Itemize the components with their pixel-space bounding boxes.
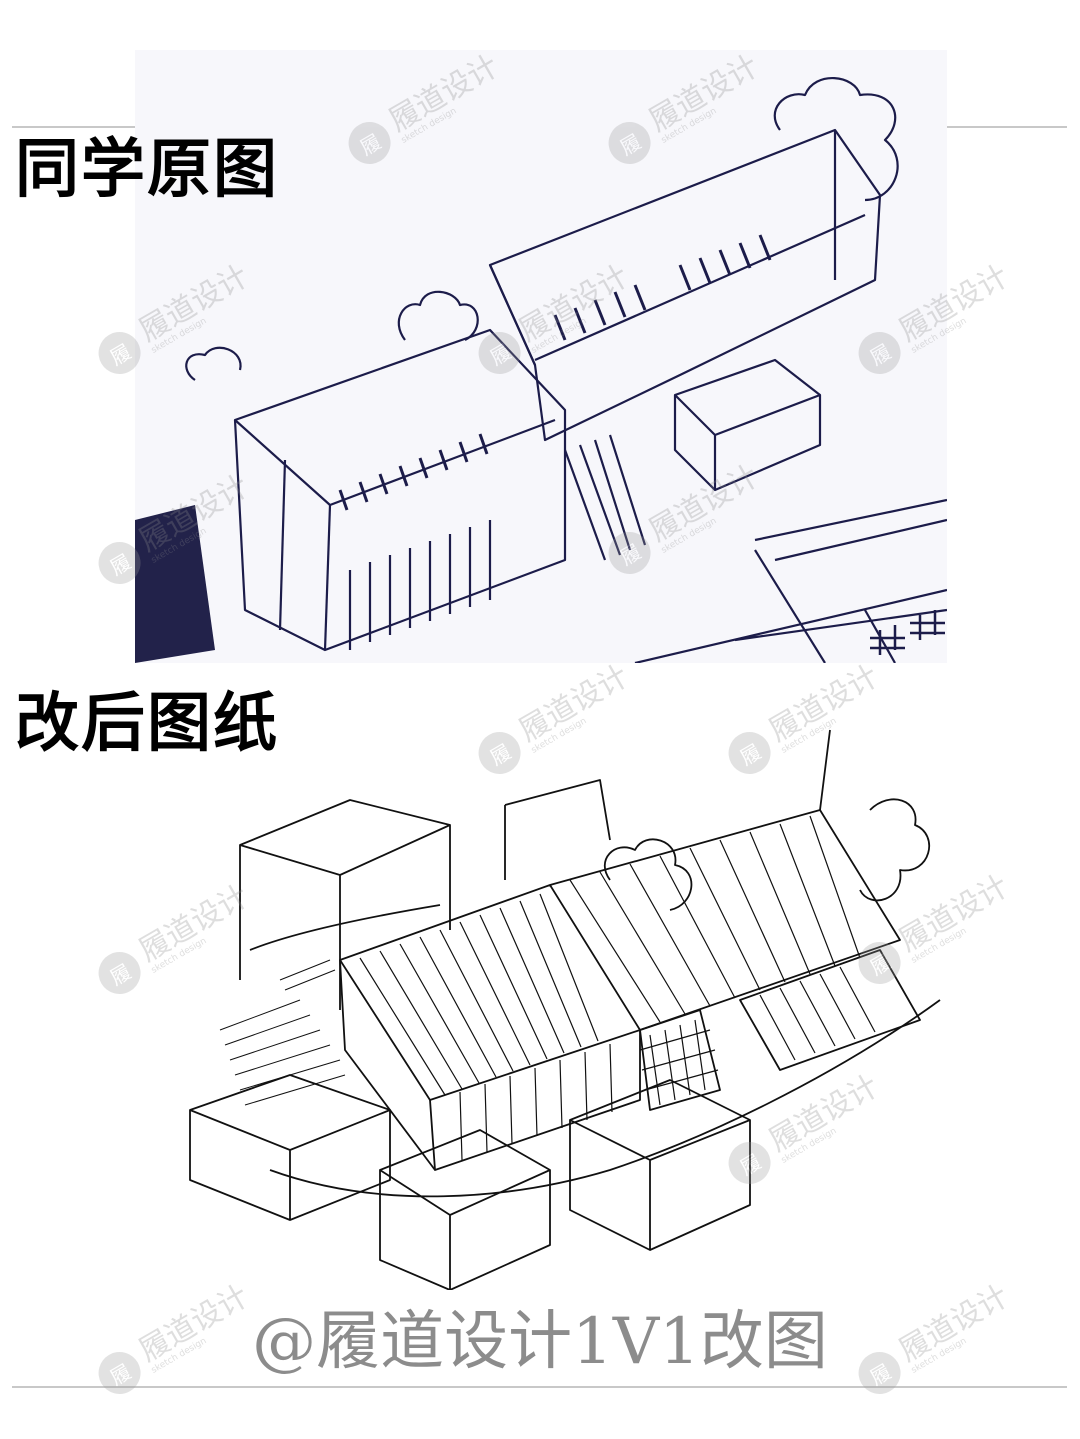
- top-divider-left: [12, 126, 252, 128]
- original-sketch: [135, 50, 947, 663]
- revised-sketch: [189, 729, 941, 1290]
- top-divider-right: [945, 126, 1067, 128]
- bottom-divider: [12, 1386, 1067, 1388]
- original-label: 同学原图: [15, 133, 279, 207]
- footer-credit: @履道设计1V1改图: [252, 1305, 828, 1379]
- watermark-badge-icon: 履: [90, 944, 149, 1002]
- revised-label: 改后图纸: [15, 687, 279, 761]
